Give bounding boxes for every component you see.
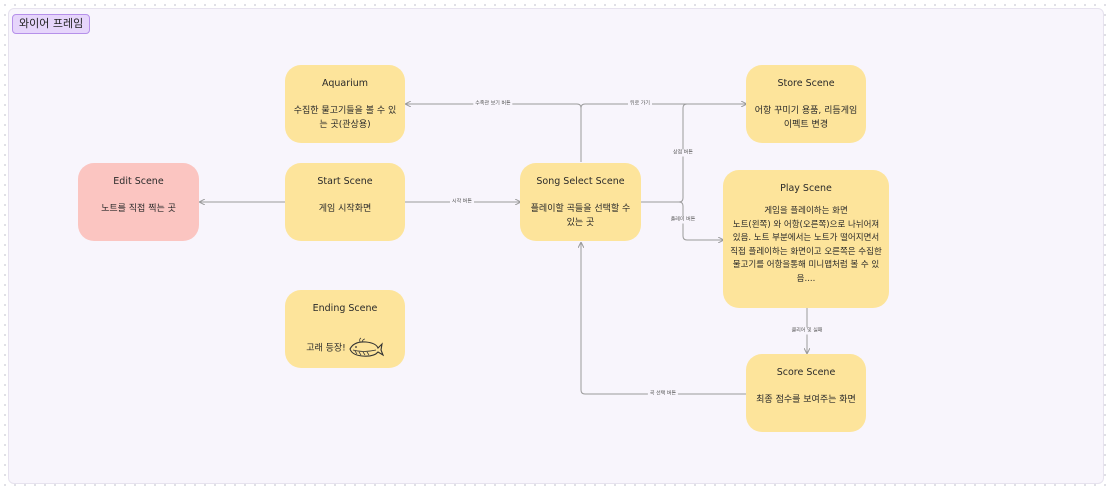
node-start-scene[interactable]: Start Scene 게임 시작화면 (285, 163, 405, 241)
node-start-desc: 게임 시작화면 (318, 204, 372, 214)
node-song-select-title: Song Select Scene (536, 176, 625, 187)
node-play-title: Play Scene (780, 183, 832, 194)
edge-score-to-songselect (581, 243, 746, 395)
node-edit-title: Edit Scene (113, 176, 164, 187)
node-store-scene[interactable]: Store Scene 어항 꾸미기 용품, 리듬게임 이펙트 변경 (746, 65, 866, 143)
edge-back-to-store (580, 104, 746, 109)
node-score-scene[interactable]: Score Scene 최종 점수를 보여주는 화면 (746, 354, 866, 432)
node-song-select-scene[interactable]: Song Select Scene 플레이할 곡들을 선택할 수 있는 곳 (520, 163, 641, 241)
wireframe-frame (8, 8, 1104, 484)
node-edit-desc: 노트를 직접 찍는 곳 (101, 204, 176, 214)
node-edit-scene[interactable]: Edit Scene 노트를 직접 찍는 곳 (78, 163, 199, 241)
node-aquarium-title: Aquarium (321, 78, 369, 89)
node-store-title: Store Scene (777, 78, 835, 89)
edge-songselect-to-aquarium (406, 104, 582, 162)
frame-title[interactable]: 와이어 프레임 (12, 14, 91, 34)
node-score-title: Score Scene (776, 367, 836, 378)
edge-songselect-to-play (678, 201, 723, 240)
edge-label-start-button: 시작 버튼 (450, 198, 474, 206)
node-ending-desc: 고래 등장! (306, 343, 346, 354)
edge-label-back: 뒤로 가기 (628, 100, 652, 108)
node-aquarium-desc: 수집한 물고기들을 볼 수 있는 곳(관상용) (293, 106, 397, 130)
node-play-desc: 게임을 플레이하는 화면 노트(왼쪽) 와 어항(오른쪽)으로 나뉘어져있음. … (730, 206, 882, 284)
whale-icon (349, 337, 384, 357)
node-aquarium[interactable]: Aquarium 수집한 물고기들을 볼 수 있는 곳(관상용) (285, 65, 405, 143)
node-ending-scene[interactable]: Ending Scene 고래 등장! (285, 290, 405, 368)
edge-label-shop-button: 상점 버튼 (671, 149, 695, 157)
node-store-desc: 어항 꾸미기 용품, 리듬게임 이펙트 변경 (754, 106, 858, 130)
node-play-scene[interactable]: Play Scene 게임을 플레이하는 화면 노트(왼쪽) 와 어항(오른쪽)… (723, 170, 889, 308)
node-score-desc: 최종 점수를 보여주는 화면 (756, 395, 856, 405)
node-ending-title: Ending Scene (312, 303, 378, 314)
edge-label-song-select-button: 곡 선택 버튼 (647, 390, 679, 398)
edge-label-play-button: 플레이 버튼 (668, 216, 698, 224)
node-song-select-desc: 플레이할 곡들을 선택할 수 있는 곳 (530, 204, 631, 228)
node-start-title: Start Scene (317, 176, 373, 187)
edge-label-aquarium-button: 수족관 보기 버튼 (473, 100, 513, 108)
edge-label-clear-fail: 클리어 및 실패 (789, 327, 825, 335)
